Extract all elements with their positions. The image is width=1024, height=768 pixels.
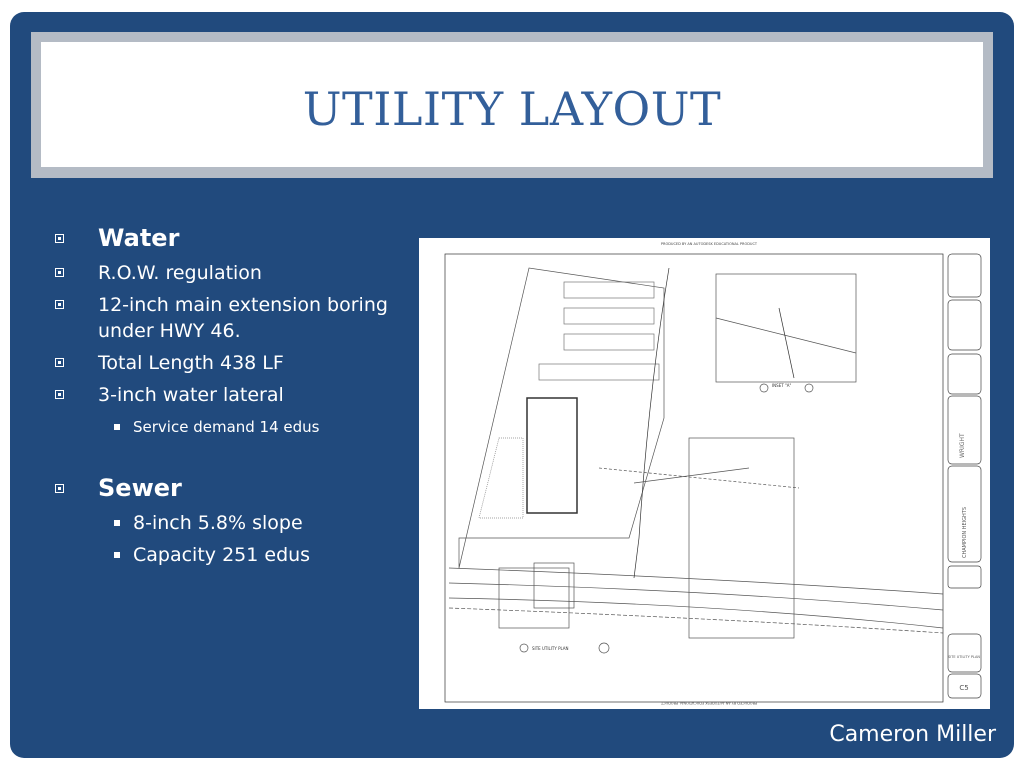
bullet-text: R.O.W. regulation: [98, 262, 262, 284]
bullet-text: 8-inch 5.8% slope: [133, 512, 303, 534]
bullet-text: Water: [98, 224, 180, 252]
inset-label: INSET "A": [772, 383, 792, 388]
bullet-water: Water: [52, 222, 412, 254]
utility-plan-drawing: PRODUCED BY AN AUTODESK EDUCATIONAL PROD…: [419, 238, 990, 709]
bullet-sewer: Sewer: [52, 472, 412, 504]
bullet-text: Sewer: [98, 474, 182, 502]
filled-square-bullet-icon: [114, 552, 120, 558]
bullet-text: 12-inch main extension boring under HWY …: [98, 294, 388, 342]
square-bullet-icon: [55, 268, 64, 277]
bullet-water-lateral: 3-inch water lateral: [52, 382, 412, 408]
bullet-text: Total Length 438 LF: [98, 352, 284, 374]
bullet-text: Capacity 251 edus: [133, 544, 311, 566]
square-bullet-icon: [55, 358, 64, 367]
bullet-service-demand: Service demand 14 edus: [52, 414, 412, 440]
bullet-sewer-slope: 8-inch 5.8% slope: [52, 510, 412, 536]
square-bullet-icon: [55, 300, 64, 309]
presenter-name: Cameron Miller: [829, 722, 996, 747]
square-bullet-icon: [55, 234, 64, 243]
square-bullet-icon: [55, 390, 64, 399]
firm-name: WRIGHT: [959, 433, 966, 458]
bullet-row-regulation: R.O.W. regulation: [52, 260, 412, 286]
bullet-total-length: Total Length 438 LF: [52, 350, 412, 376]
site-plan: INSET "A" SITE UTILITY PLAN: [448, 267, 944, 654]
filled-square-bullet-icon: [114, 424, 120, 430]
square-bullet-icon: [55, 484, 64, 493]
bullet-text: 3-inch water lateral: [98, 384, 284, 406]
bullet-main-extension: 12-inch main extension boring under HWY …: [52, 292, 412, 344]
sheet-title: SITE UTILITY PLAN: [948, 655, 980, 659]
drawing-header-note: PRODUCED BY AN AUTODESK EDUCATIONAL PROD…: [661, 242, 758, 246]
title-box: UTILITY LAYOUT: [41, 42, 983, 167]
sheet-number: C5: [959, 684, 968, 692]
title-frame: UTILITY LAYOUT: [31, 32, 993, 178]
drawing-footer-note: PRODUCED BY AN AUTODESK EDUCATIONAL PROD…: [660, 701, 757, 705]
title-block: WRIGHT CHAMPION HEIGHTS SITE UTILITY PLA…: [947, 253, 982, 699]
bullet-text: Service demand 14 edus: [133, 418, 320, 436]
filled-square-bullet-icon: [114, 520, 120, 526]
plan-label: SITE UTILITY PLAN: [532, 646, 569, 651]
bullet-list: Water R.O.W. regulation 12-inch main ext…: [52, 220, 412, 568]
project-name: CHAMPION HEIGHTS: [962, 507, 968, 558]
slide-title: UTILITY LAYOUT: [302, 81, 722, 136]
bullet-sewer-capacity: Capacity 251 edus: [52, 542, 412, 568]
